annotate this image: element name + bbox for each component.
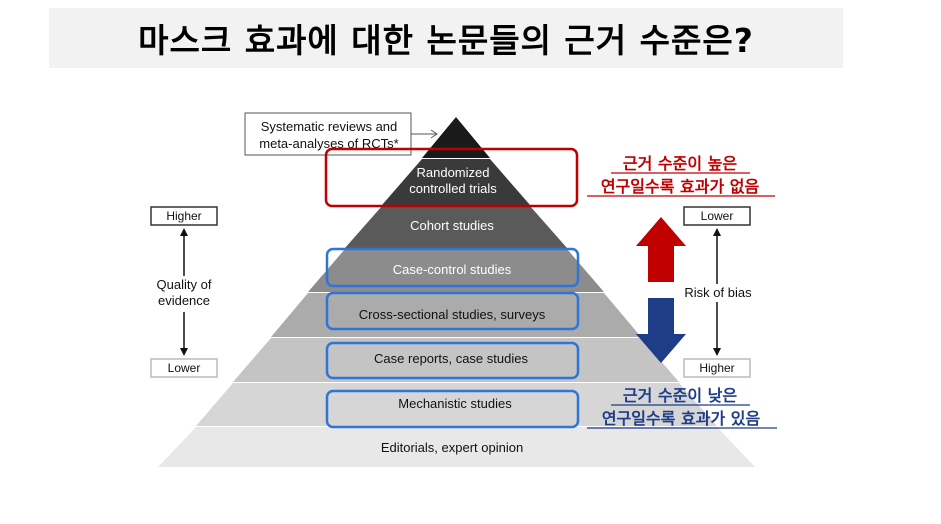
right-lower-label: Lower: [701, 209, 734, 223]
left-arrow-up: [180, 228, 188, 236]
page-title: 마스크 효과에 대한 논문들의 근거 수준은?: [138, 21, 754, 60]
left-higher-box: [150, 206, 218, 226]
right-label-bg: [680, 284, 756, 302]
callout-arrowhead: [430, 129, 438, 139]
annotation-high-line1: 근거 수준이 높은: [623, 154, 737, 173]
annotation-high-line2: 연구일수록 효과가 없음: [601, 177, 760, 196]
callout-line2: meta-analyses of RCTs*: [259, 136, 398, 151]
tier-case-control: [308, 249, 604, 292]
highlight-red-rct: [324, 147, 579, 208]
left-lower-box: [150, 358, 218, 378]
level-cross-sectional: Cross-sectional studies, surveys: [359, 307, 546, 322]
tier-editorials: [158, 427, 755, 467]
tier-case-reports: [233, 338, 679, 382]
tier-rct: [382, 159, 530, 205]
left-higher-label: Higher: [166, 209, 201, 223]
highlight-blue-mechanistic: [325, 389, 580, 429]
left-arrow-down: [180, 348, 188, 356]
left-lower-label: Lower: [168, 361, 201, 375]
level-editorials: Editorials, expert opinion: [381, 440, 523, 455]
highlight-blue-cross-sectional: [325, 291, 580, 331]
level-case-reports: Case reports, case studies: [374, 351, 528, 366]
annotation-low-line1: 근거 수준이 낮은: [623, 386, 737, 405]
right-arrow-up: [713, 228, 721, 236]
level-rct-line2: controlled trials: [409, 181, 497, 196]
right-lower-box: [683, 206, 751, 226]
tier-cohort: [345, 206, 567, 248]
right-higher-label: Higher: [699, 361, 734, 375]
level-cohort: Cohort studies: [410, 218, 494, 233]
title-bar: 마스크 효과에 대한 논문들의 근거 수준은?: [49, 8, 843, 68]
level-case-control: Case-control studies: [393, 262, 512, 277]
level-rct-line1: Randomized: [417, 165, 490, 180]
annotation-low-line2: 연구일수록 효과가 있음: [602, 409, 761, 428]
left-quality-line1: Quality of: [157, 277, 212, 292]
left-quality-line2: evidence: [158, 293, 210, 308]
level-mechanistic: Mechanistic studies: [398, 396, 512, 411]
callout-line1: Systematic reviews and: [261, 119, 398, 134]
highlight-blue-case-reports: [325, 341, 580, 380]
highlight-blue-case-control: [325, 247, 580, 288]
red-up-arrow: [636, 217, 686, 282]
tier-cross-sectional: [271, 293, 641, 337]
right-risk-label: Risk of bias: [684, 285, 752, 300]
left-label-bg: [150, 276, 220, 312]
right-arrow-down: [713, 348, 721, 356]
navy-down-arrow: [636, 298, 686, 363]
right-higher-box: [683, 358, 751, 378]
